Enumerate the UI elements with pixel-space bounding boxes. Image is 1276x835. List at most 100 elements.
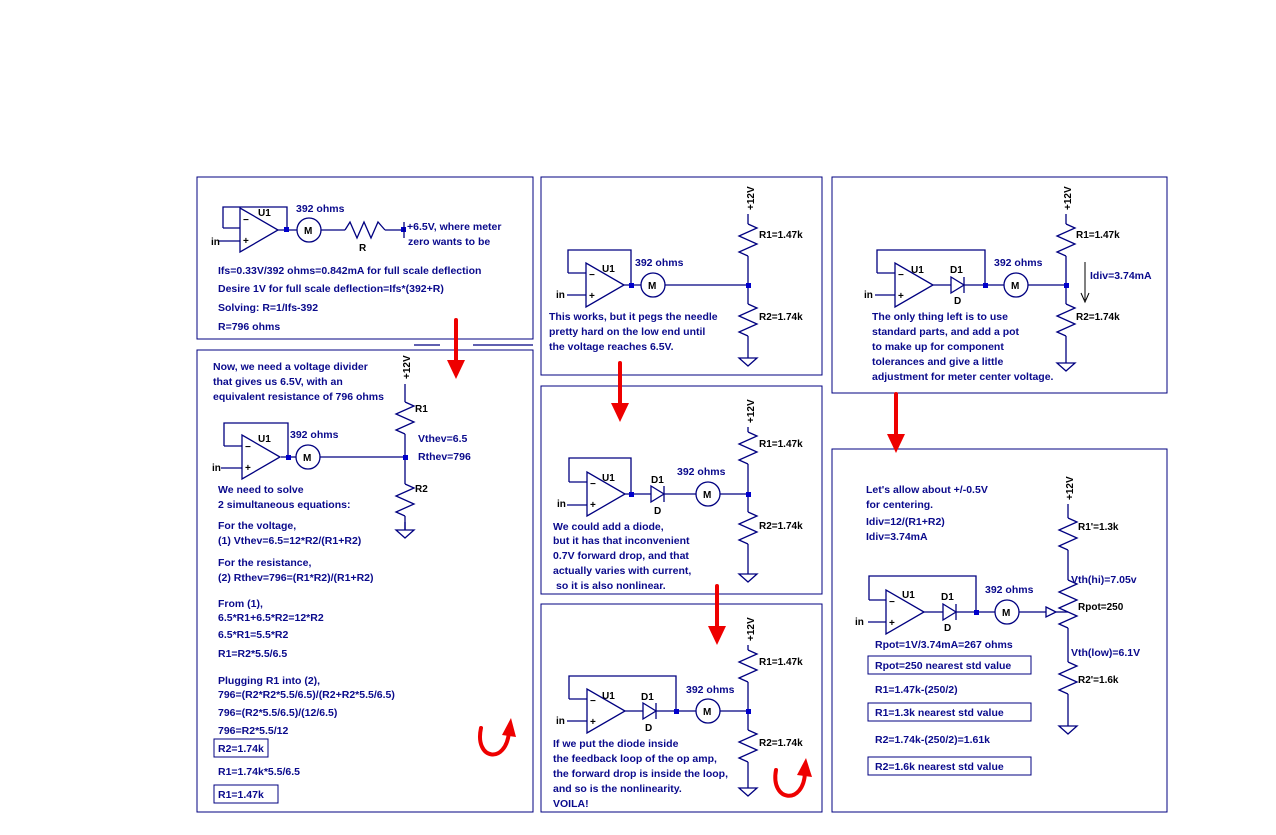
result-r2: R2=1.6k nearest std value (875, 761, 1004, 773)
equation-line: (1) Vthev=6.5=12*R2/(R1+R2) (218, 535, 361, 547)
input-label: in (211, 237, 220, 248)
caption-line: to make up for component (872, 341, 1004, 353)
meter-ohms-label: 392 ohms (635, 257, 684, 269)
panel-5-frame (540, 603, 823, 813)
feedback-loop (218, 206, 404, 242)
input-label: in (556, 716, 565, 727)
r2p-label: R2'=1.6k (1078, 675, 1119, 686)
r1-label: R1=1.47k (759, 439, 803, 450)
meter-ohms-label: 392 ohms (677, 466, 726, 478)
diode-type-label: D (944, 623, 951, 634)
caption-line: tolerances and give a little (872, 356, 1003, 368)
equation-line: Plugging R1 into (2), (218, 675, 320, 687)
caption-line: the voltage reaches 6.5V. (549, 341, 674, 353)
caption-line: adjustment for meter center voltage. (872, 371, 1054, 383)
supply-label: +12V (746, 186, 757, 210)
target-label-2: zero wants to be (408, 236, 490, 248)
caption-line: We could add a diode, (553, 521, 664, 533)
result-box-rpot (867, 655, 1032, 675)
panel-diode-inside-loop: +12V R1=1.47k R2=1.74k U1 in D1 D 392 oh… (540, 603, 823, 813)
r2-label: R2 (415, 484, 428, 495)
caption-line: actually varies with current, (553, 565, 691, 577)
intro-line: equivalent resistance of 796 ohms (213, 391, 384, 403)
panel-pot-centering: Let's allow about +/-0.5V for centering.… (831, 448, 1168, 813)
opamp-label: U1 (258, 208, 271, 219)
vthev-label: Vthev=6.5 (418, 433, 467, 445)
calc-line: R1=1.47k-(250/2) (875, 684, 958, 696)
caption-line: If we put the diode inside (553, 738, 679, 750)
header-line: Idiv=3.74mA (866, 531, 928, 543)
equation-line: 796=(R2*5.5/6.5)/(12/6.5) (218, 707, 337, 719)
equation-line: From (1), (218, 598, 263, 610)
resistor-label: R (359, 243, 367, 254)
caption-line: The only thing left is to use (872, 311, 1008, 323)
panel-standard-parts: +12V R1=1.47k R2=1.74k Idiv=3.74mA (831, 176, 1168, 394)
note-line: Ifs=0.33V/392 ohms=0.842mA for full scal… (218, 265, 481, 277)
meter-ohms-label: 392 ohms (686, 684, 735, 696)
equation-line: (2) Rthev=796=(R1*R2)/(R1+R2) (218, 572, 374, 584)
panel-meter-resistor: U1 in 392 ohms R +6.5V, where meter zero… (196, 176, 534, 340)
r2-label: R2=1.74k (759, 312, 803, 323)
r1-label: R1=1.47k (759, 657, 803, 668)
rpot-label: Rpot=250 (1078, 602, 1124, 613)
opamp-label: U1 (602, 473, 615, 484)
diode-type-label: D (654, 506, 661, 517)
panel-diode-outside: +12V R1=1.47k R2=1.74k U1 in D1 D 392 oh… (540, 385, 823, 595)
supply-label: +12V (1063, 186, 1074, 210)
rthev-label: Rthev=796 (418, 451, 471, 463)
panel-7-frame (831, 448, 1168, 813)
vth-low-label: Vth(low)=6.1V (1071, 647, 1140, 659)
caption-line: 0.7V forward drop, and that (553, 550, 689, 562)
result-box-r1 (213, 784, 279, 804)
r1-label: R1=1.47k (759, 230, 803, 241)
caption-line: so it is also nonlinear. (556, 580, 666, 592)
note-line: Solving: R=1/Ifs-392 (218, 302, 318, 314)
r2-label: R2=1.74k (759, 738, 803, 749)
note-line: Desire 1V for full scale deflection=Ifs*… (218, 283, 444, 295)
r1-label: R1=1.47k (1076, 230, 1120, 241)
target-label-1: +6.5V, where meter (407, 221, 501, 233)
calc-line: R2=1.74k-(250/2)=1.61k (875, 734, 990, 746)
equation-line: 796=(R2*R2*5.5/6.5)/(R2+R2*5.5/6.5) (218, 689, 395, 701)
diode-label: D1 (641, 692, 654, 703)
meter-ohms-label: 392 ohms (985, 584, 1034, 596)
header-line: Idiv=12/(R1+R2) (866, 516, 945, 528)
arrow-curved (478, 726, 511, 757)
input-label: in (212, 463, 221, 474)
equation-line: For the resistance, (218, 557, 311, 569)
caption-line: pretty hard on the low end until (549, 326, 705, 338)
intro-line: that gives us 6.5V, with an (213, 376, 343, 388)
opamp-label: U1 (602, 264, 615, 275)
header-line: Let's allow about +/-0.5V (866, 484, 988, 496)
input-label: in (557, 499, 566, 510)
caption-line: the feedback loop of the op amp, (553, 753, 717, 765)
caption-line: This works, but it pegs the needle (549, 311, 718, 323)
supply-label: +12V (746, 617, 757, 641)
supply-label: +12V (1065, 476, 1076, 500)
r2-label: R2=1.74k (759, 521, 803, 532)
opamp-label: U1 (258, 434, 271, 445)
diode-label: D1 (941, 592, 954, 603)
equation-line: 6.5*R1=5.5*R2 (218, 629, 289, 641)
caption-line: and so is the nonlinearity. (553, 783, 682, 795)
vth-hi-label: Vth(hi)=7.05v (1071, 574, 1137, 586)
equation-line: 6.5*R1+6.5*R2=12*R2 (218, 612, 324, 624)
panel-basic-circuit: +12V R1=1.47k R2=1.74k U1 in 392 ohms Th… (540, 176, 823, 376)
opamp-label: U1 (602, 691, 615, 702)
equation-line: 796=R2*5.5/12 (218, 725, 289, 737)
result-r2: R2=1.74k (218, 743, 264, 755)
header-line: for centering. (866, 499, 933, 511)
equation-line: 2 simultaneous equations: (218, 499, 350, 511)
flow-arrows (447, 318, 905, 798)
note-line: R=796 ohms (218, 321, 280, 333)
opamp-label: U1 (911, 265, 924, 276)
diode-label: D1 (950, 265, 963, 276)
panel-1-frame (196, 176, 534, 340)
intro-line: Now, we need a voltage divider (213, 361, 368, 373)
equation-line: We need to solve (218, 484, 304, 496)
r2-label: R2=1.74k (1076, 312, 1120, 323)
diode-type-label: D (645, 723, 652, 734)
meter-ohms-label: 392 ohms (296, 203, 345, 215)
caption-line: standard parts, and add a pot (872, 326, 1020, 338)
